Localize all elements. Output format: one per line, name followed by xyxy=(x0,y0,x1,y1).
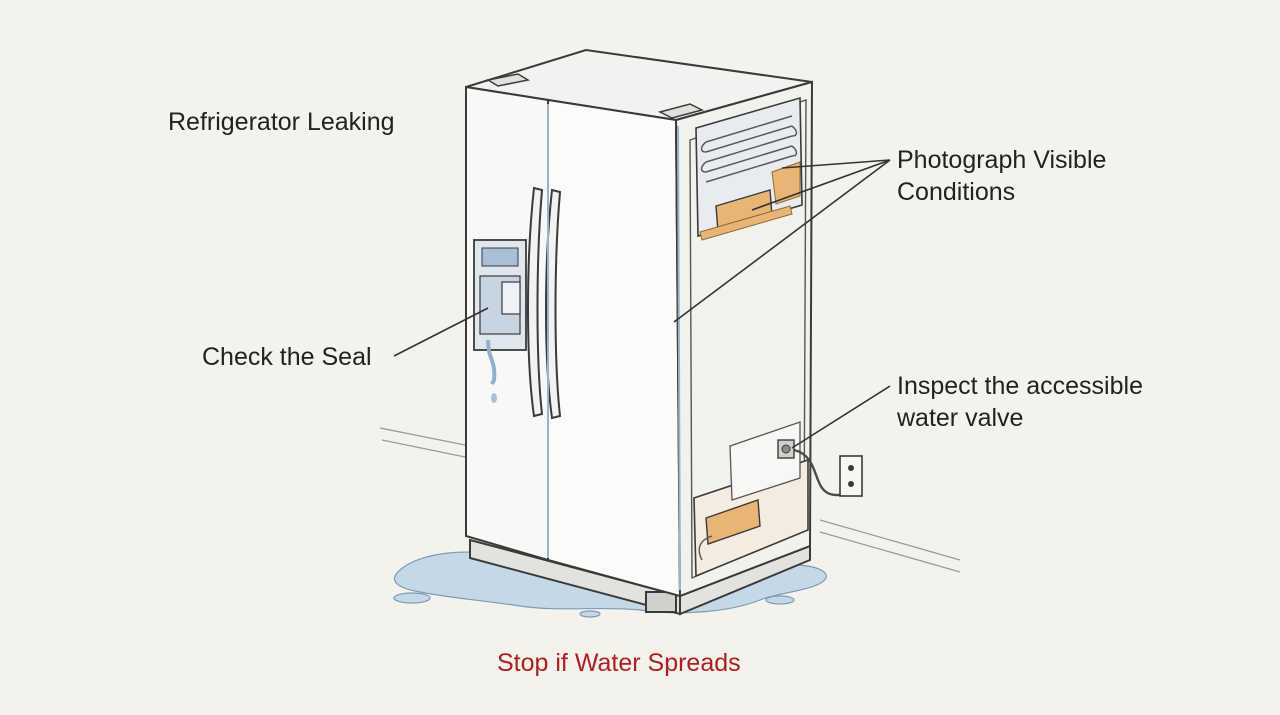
valve-label-line1: Inspect the accessible xyxy=(897,372,1143,400)
leader-lines xyxy=(393,159,891,449)
top-hinges xyxy=(485,73,705,119)
floor-lines xyxy=(379,427,961,573)
photograph-label: Photograph Visible Conditions xyxy=(897,144,1106,208)
seal-label: Check the Seal xyxy=(202,343,372,371)
fridge-door xyxy=(547,98,682,598)
warning-text: Stop if Water Spreads xyxy=(497,649,741,677)
valve-label-line2: water valve xyxy=(897,404,1024,432)
door-handles xyxy=(527,186,562,420)
photograph-label-line2: Conditions xyxy=(897,178,1016,206)
valve-label: Inspect the accessible water valve xyxy=(897,370,1143,434)
wall-outlet xyxy=(839,455,863,497)
photograph-label-line1: Photograph Visible xyxy=(897,146,1107,174)
diagram-title: Refrigerator Leaking xyxy=(168,108,395,136)
side-seal-line xyxy=(677,125,681,591)
water-dispenser xyxy=(473,239,527,403)
drain-pan-area xyxy=(693,458,809,578)
